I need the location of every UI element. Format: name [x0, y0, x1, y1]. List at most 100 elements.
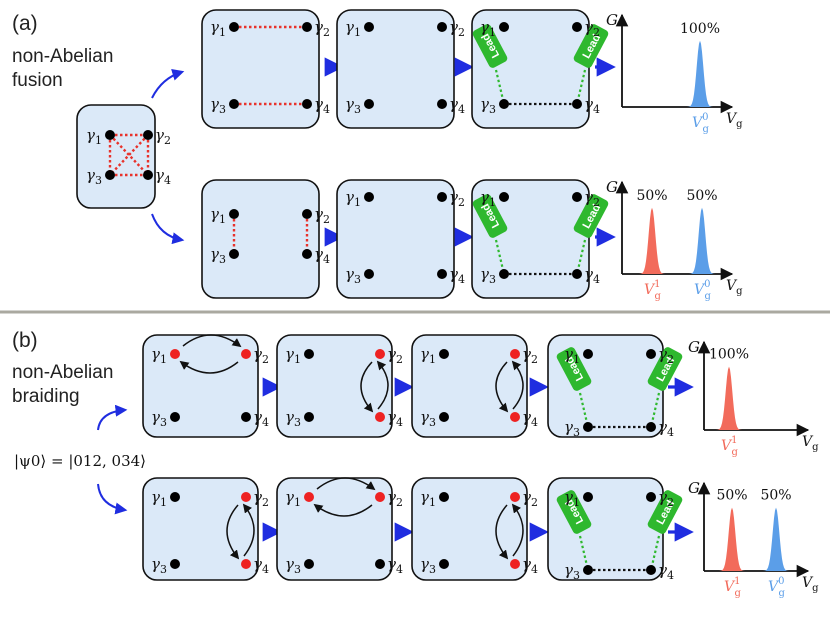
panel-b-title-line2: braiding: [12, 386, 80, 407]
b-top-box-2-majorana-2: [375, 349, 385, 359]
b-bottom-box-3-majorana-1: [439, 492, 449, 502]
a-top-box-1-majorana-2: [302, 22, 312, 32]
a_bottom-y-label: G: [606, 178, 618, 196]
b-bottom-box-4-gamma-1: γ1: [564, 488, 580, 509]
a-top-box-2-frame: [336, 9, 455, 129]
b-top-box-2-frame: [276, 334, 393, 438]
b-top-box-4-gamma-3: γ3: [564, 418, 580, 439]
a-bottom-box-3-majorana-2: [572, 192, 582, 202]
a_top-peak-1: [686, 40, 714, 108]
b-top-box-1-gamma-3: γ3: [151, 408, 167, 429]
b_top-y-label: G: [688, 338, 700, 356]
b-bottom-box-3-braid-arc-left: [495, 504, 509, 560]
a-bottom-box-2-gamma-4: γ4: [449, 265, 465, 286]
b-bottom-box-1-majorana-4: [241, 559, 251, 569]
b_bottom-x-label: Vg: [802, 575, 819, 594]
b-bottom-box-4-gamma-3: γ3: [564, 561, 580, 582]
b-bottom-box-2-frame: [276, 477, 393, 581]
b-top-box-3-frame: [411, 334, 528, 438]
a-bottom-box-3-lead-left: Lead: [472, 194, 508, 238]
a-bottom-box-1-majorana-4: [302, 249, 312, 259]
b-bottom-box-4-lead-left: Lead: [556, 490, 592, 534]
a-initial-box-majorana-4: [143, 170, 153, 180]
a_bottom-peak-1: [638, 207, 666, 274]
a-bottom-box-3-gamma-4: γ4: [584, 265, 600, 286]
b-bottom-box-4-lead-right-contact: [649, 535, 661, 571]
a-bottom-box-3-lead-right: Lead: [573, 194, 609, 238]
a-bottom-box-2-majorana-4: [437, 269, 447, 279]
a-top-box-3-lead-right: Lead: [573, 24, 609, 68]
a-bottom-box-1-gamma-1: γ1: [210, 205, 226, 226]
branch-arrow-a-bottom: [151, 213, 185, 245]
a-bottom-box-3-majorana-1: [499, 192, 509, 202]
branch-arrow-b-bottom: [97, 483, 128, 515]
a-initial-box-frame: [76, 104, 156, 209]
b_bottom-peak-2-percent: 50%: [760, 488, 791, 504]
a_top-y-label: G: [606, 11, 618, 29]
a-bottom-box-3-lead-left-body: [472, 194, 508, 238]
b-bottom-box-2-braid-arc-bottom: [313, 503, 373, 517]
a-bottom-box-2-gamma-3: γ3: [345, 265, 361, 286]
b-bottom-box-2-braid-arc-top: [316, 477, 376, 491]
a-top-box-1-gamma-3: γ3: [210, 95, 226, 116]
a-top-box-2-majorana-2: [437, 22, 447, 32]
a-top-box-3-majorana-3: [499, 99, 509, 109]
b-bottom-box-4-gamma-4: γ4: [658, 561, 674, 582]
b-top-box-4-lead-left-contact: [578, 392, 590, 428]
b-bottom-box-2-majorana-4: [375, 559, 385, 569]
b-bottom-box-4-majorana-4: [646, 565, 656, 575]
a_bottom-peak-2: [688, 207, 716, 274]
a-top-box-1-majorana-1: [229, 22, 239, 32]
a-top-box-3-lead-right-body: [573, 24, 609, 68]
b-bottom-box-3-gamma-4: γ4: [522, 555, 538, 576]
b-top-box-1-majorana-1: [170, 349, 180, 359]
a-top-box-2-gamma-2: γ2: [449, 18, 465, 39]
b-bottom-box-2-gamma-1: γ1: [285, 488, 301, 509]
a-bottom-box-2-gamma-2: γ2: [449, 188, 465, 209]
a_top-peak-1-percent: 100%: [680, 21, 720, 37]
b-bottom-box-4-majorana-3: [583, 565, 593, 575]
b-bottom-box-3-majorana-4: [510, 559, 520, 569]
b-bottom-box-4-lead-right: Lead: [647, 490, 683, 534]
a-top-box-3-gamma-4: γ4: [584, 95, 600, 116]
a-bottom-box-2-majorana-2: [437, 192, 447, 202]
branch-arrow-b-top: [97, 404, 128, 431]
b-top-box-3-majorana-2: [510, 349, 520, 359]
b-top-box-2-majorana-3: [304, 412, 314, 422]
b-top-box-4-majorana-4: [646, 422, 656, 432]
b-top-box-4-lead-right-body: [647, 347, 683, 391]
b-bottom-box-1-braid-arc-right: [242, 503, 255, 557]
b-top-box-2-gamma-4: γ4: [387, 408, 403, 429]
a-initial-box-gamma-2: γ2: [155, 126, 171, 147]
b_bottom-peak-1-percent: 50%: [716, 488, 747, 504]
a-initial-box-pair-14: [109, 134, 149, 176]
a-top-box-2-majorana-4: [437, 99, 447, 109]
a-bottom-box-2-gamma-1: γ1: [345, 188, 361, 209]
panel-a-title-line1: non-Abelian: [12, 46, 113, 67]
b-bottom-box-1-gamma-2: γ2: [253, 488, 269, 509]
b-top-box-2-gamma-3: γ3: [285, 408, 301, 429]
a-initial-box-majorana-2: [143, 130, 153, 140]
b-top-box-4-lead-right-contact: [649, 392, 661, 428]
b-top-box-1-gamma-4: γ4: [253, 408, 269, 429]
b-top-box-3-gamma-3: γ3: [420, 408, 436, 429]
a-bottom-box-1-majorana-3: [229, 249, 239, 259]
a-initial-box-gamma-3: γ3: [86, 166, 102, 187]
a-top-box-3-frame: [471, 9, 590, 129]
a-initial-box-pair-23: [109, 134, 149, 176]
b-bottom-box-1-gamma-4: γ4: [253, 555, 269, 576]
b-top-box-2-majorana-1: [304, 349, 314, 359]
b-top-box-4-majorana-3: [583, 422, 593, 432]
a-bottom-box-3-majorana-3: [499, 269, 509, 279]
b-top-box-1-gamma-2: γ2: [253, 345, 269, 366]
